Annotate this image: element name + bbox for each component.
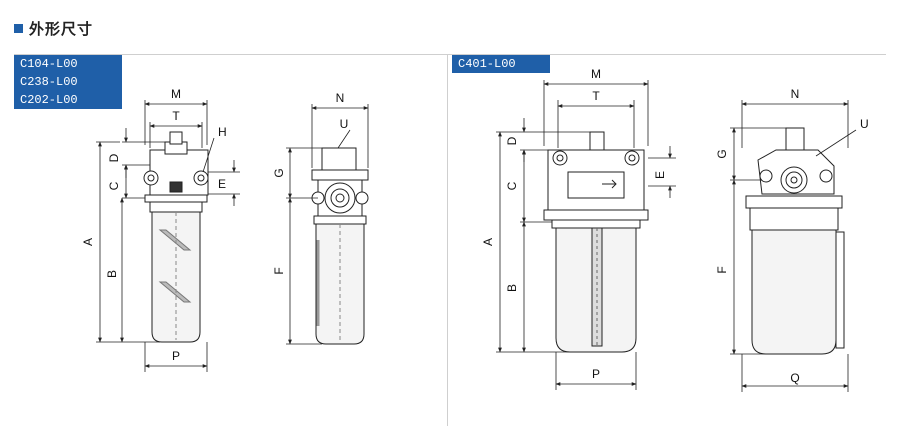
model-label: C238-L00 <box>20 75 78 89</box>
dim-label-c: C <box>505 181 519 190</box>
right-front-view <box>543 131 649 353</box>
dim-label-h: H <box>218 125 227 139</box>
dim-label-p: P <box>172 349 180 363</box>
header-divider <box>14 54 886 55</box>
dim-label-b: B <box>105 270 119 278</box>
right-side-dimensions <box>730 100 857 392</box>
right-front-labels: M T D C E A B P <box>481 67 667 381</box>
dim-label-c: C <box>107 181 121 190</box>
model-label: C202-L00 <box>20 93 78 107</box>
dim-label-u: U <box>340 117 349 131</box>
dim-label-d: D <box>107 153 121 162</box>
dim-label-a: A <box>481 238 495 246</box>
dim-label-m: M <box>171 87 181 101</box>
dim-label-a: A <box>81 238 95 246</box>
model-label: C104-L00 <box>20 57 78 71</box>
dim-label-t: T <box>592 89 600 103</box>
left-model-list: C104-L00 C238-L00 C202-L00 <box>14 55 122 109</box>
panel-divider <box>447 54 448 426</box>
dim-label-g: G <box>715 149 729 158</box>
right-model-list: C401-L00 <box>452 55 550 73</box>
dim-label-e: E <box>218 177 226 191</box>
dim-label-g: G <box>272 168 286 177</box>
model-label: C401-L00 <box>458 57 516 71</box>
right-side-labels: N U G F Q <box>715 87 869 385</box>
dim-label-n: N <box>791 87 800 101</box>
left-side-view <box>311 147 369 345</box>
dim-label-f: F <box>272 267 286 274</box>
dim-label-q: Q <box>790 371 799 385</box>
section-title: 外形尺寸 <box>29 20 94 38</box>
dim-label-d: D <box>505 136 519 145</box>
dim-label-b: B <box>505 284 519 292</box>
dim-label-m: M <box>591 67 601 81</box>
section-header: 外形尺寸 <box>14 18 93 38</box>
dim-label-n: N <box>336 91 345 105</box>
section-marker-icon <box>14 23 23 33</box>
dim-label-p: P <box>592 367 600 381</box>
left-side-labels: N U G F <box>272 91 348 275</box>
dim-label-t: T <box>172 109 180 123</box>
right-front-dimensions <box>496 80 676 390</box>
dim-label-f: F <box>715 266 729 273</box>
left-side-dimensions <box>286 104 369 345</box>
right-side-view <box>745 127 845 355</box>
dim-label-e: E <box>653 171 667 179</box>
left-front-labels: M T H E D C A B P <box>81 87 227 363</box>
dim-label-u: U <box>860 117 869 131</box>
left-front-dimensions <box>96 100 240 372</box>
left-front-view <box>143 131 209 343</box>
